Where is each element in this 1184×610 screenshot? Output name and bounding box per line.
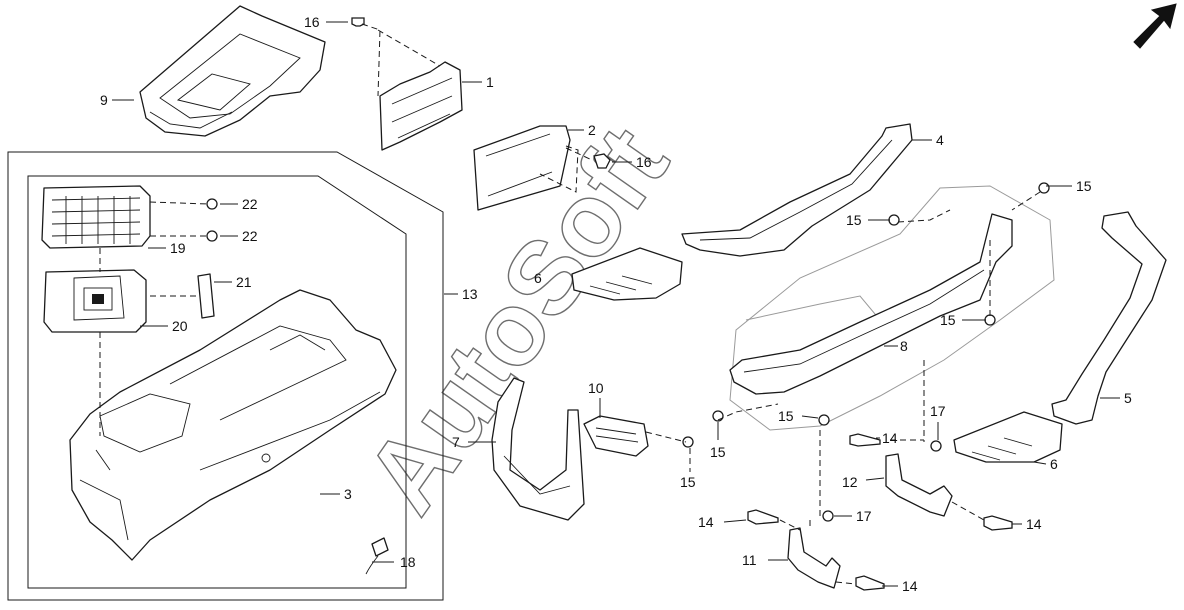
callout-15: 15 xyxy=(710,444,726,460)
callout-14: 14 xyxy=(1026,516,1042,532)
part-7-side-trim xyxy=(491,377,585,521)
subassembly-frame xyxy=(7,151,444,601)
part-1-bracket xyxy=(379,61,463,151)
part-10-vent xyxy=(583,415,649,457)
nut-17-a xyxy=(930,440,942,452)
callout-15: 15 xyxy=(778,408,794,424)
part-5-side-duct xyxy=(1051,211,1167,425)
callout-4: 4 xyxy=(936,132,944,148)
callout-21: 21 xyxy=(236,274,252,290)
callout-22: 22 xyxy=(242,228,258,244)
leader-lines xyxy=(112,21,1120,587)
callout-6: 6 xyxy=(1050,456,1058,472)
callout-14: 14 xyxy=(698,514,714,530)
screw-22-b xyxy=(206,230,218,242)
part-12-bracket xyxy=(885,453,953,517)
clip-15-b xyxy=(888,214,900,226)
callout-1: 1 xyxy=(486,74,494,90)
callout-17: 17 xyxy=(930,403,946,419)
assembly-lines xyxy=(99,23,1041,585)
callout-8: 8 xyxy=(900,338,908,354)
callout-19: 19 xyxy=(170,240,186,256)
clip-16-top xyxy=(351,17,365,27)
part-8-lower-duct xyxy=(729,185,1055,431)
callout-14: 14 xyxy=(902,578,918,594)
callout-5: 5 xyxy=(1124,390,1132,406)
bolt-14-c xyxy=(983,515,1013,531)
clip-16-mid xyxy=(593,153,611,169)
part-21-pad xyxy=(197,273,215,319)
clip-15-e xyxy=(818,414,830,426)
part-11-bracket xyxy=(787,527,841,589)
callout-11: 11 xyxy=(742,552,757,568)
callout-7: 7 xyxy=(452,434,460,450)
part-18-connector xyxy=(365,537,389,575)
callout-13: 13 xyxy=(462,286,478,302)
callout-12: 12 xyxy=(842,474,858,490)
clip-15-a xyxy=(1038,182,1050,194)
callout-20: 20 xyxy=(172,318,188,334)
clip-15-f xyxy=(682,436,694,448)
part-4-upper-duct xyxy=(681,123,913,257)
callout-10: 10 xyxy=(588,380,604,396)
callout-3: 3 xyxy=(344,486,352,502)
bolt-14-b xyxy=(747,509,779,525)
clip-15-c xyxy=(984,314,996,326)
bolt-14-d xyxy=(855,575,885,591)
forward-arrow-icon xyxy=(1133,3,1177,49)
callout-2: 2 xyxy=(588,122,596,138)
callout-14: 14 xyxy=(882,430,898,446)
inner-frame xyxy=(27,175,407,589)
callout-22: 22 xyxy=(242,196,258,212)
part-2-panel xyxy=(473,125,571,211)
callout-17: 17 xyxy=(856,508,872,524)
callout-16: 16 xyxy=(636,154,652,170)
screw-22-a xyxy=(206,198,218,210)
callout-15: 15 xyxy=(846,212,862,228)
callout-15: 15 xyxy=(680,474,696,490)
bolt-14-a xyxy=(849,433,881,447)
part-3-console-body xyxy=(69,289,397,561)
callouts: 16 1 9 2 16 4 15 15 22 22 19 21 6 13 20 … xyxy=(100,14,1132,594)
callout-6: 6 xyxy=(534,270,542,286)
callout-15: 15 xyxy=(1076,178,1092,194)
part-9-upper-trim xyxy=(139,5,326,137)
part-20-charger-module xyxy=(43,269,147,333)
part-6-duct-right xyxy=(953,411,1063,463)
nut-17-b xyxy=(822,510,834,522)
callout-18: 18 xyxy=(400,554,416,570)
callout-9: 9 xyxy=(100,92,108,108)
part-19-switch-panel xyxy=(41,185,151,249)
callout-15: 15 xyxy=(940,312,956,328)
callout-16: 16 xyxy=(304,14,320,30)
part-6-duct-left xyxy=(571,247,683,301)
